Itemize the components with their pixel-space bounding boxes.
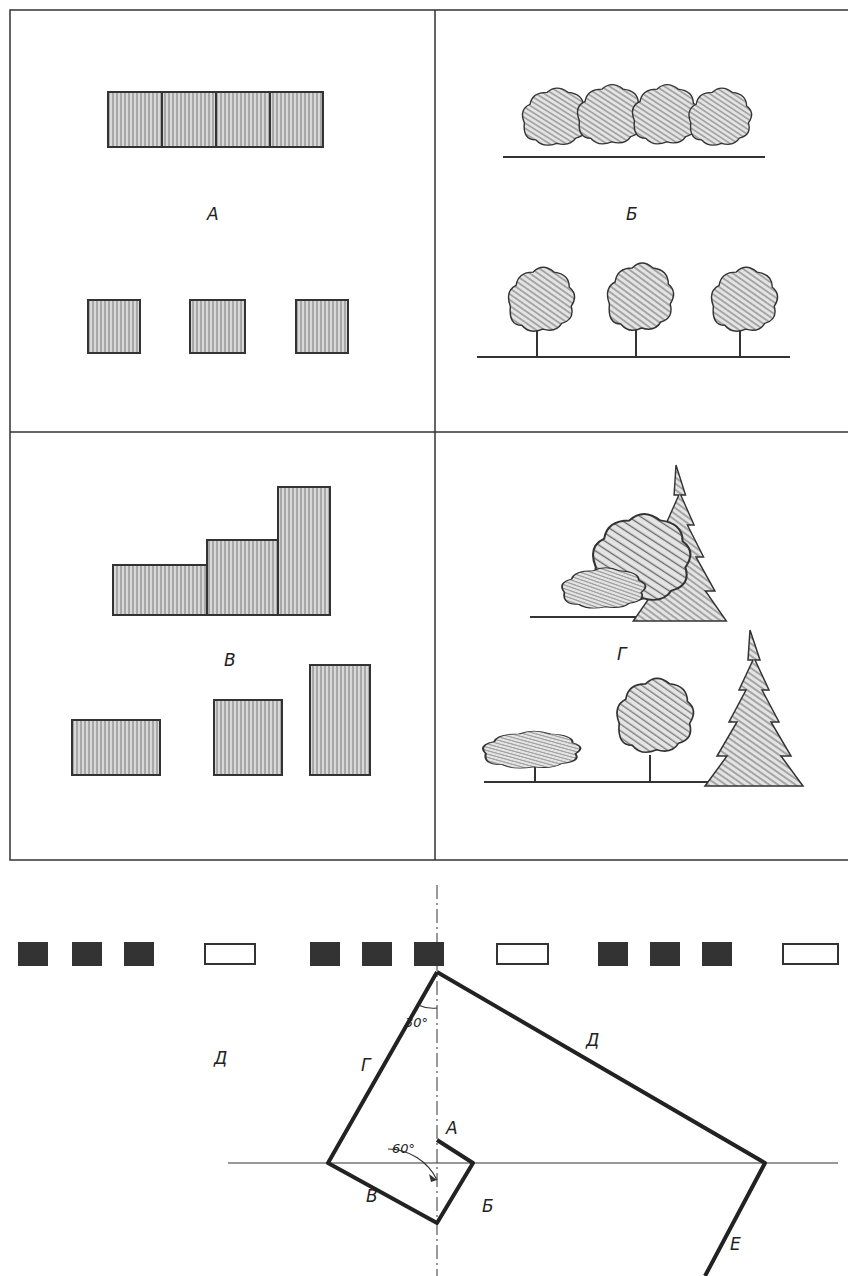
side-label: Д [586, 1032, 599, 1049]
side-label: Б [482, 1198, 494, 1215]
panel-label: Г [617, 646, 626, 663]
panel-label: В [224, 652, 236, 669]
panel-label: Б [626, 206, 638, 223]
side-label: Е [730, 1236, 741, 1253]
side-label: А [446, 1120, 458, 1137]
side-label: Г [361, 1057, 370, 1074]
side-label: В [366, 1188, 378, 1205]
angle-label: 60° [392, 1142, 415, 1155]
panel-label: А [207, 206, 219, 223]
panel-label: Д [214, 1050, 227, 1067]
angle-label: 30° [405, 1016, 428, 1029]
